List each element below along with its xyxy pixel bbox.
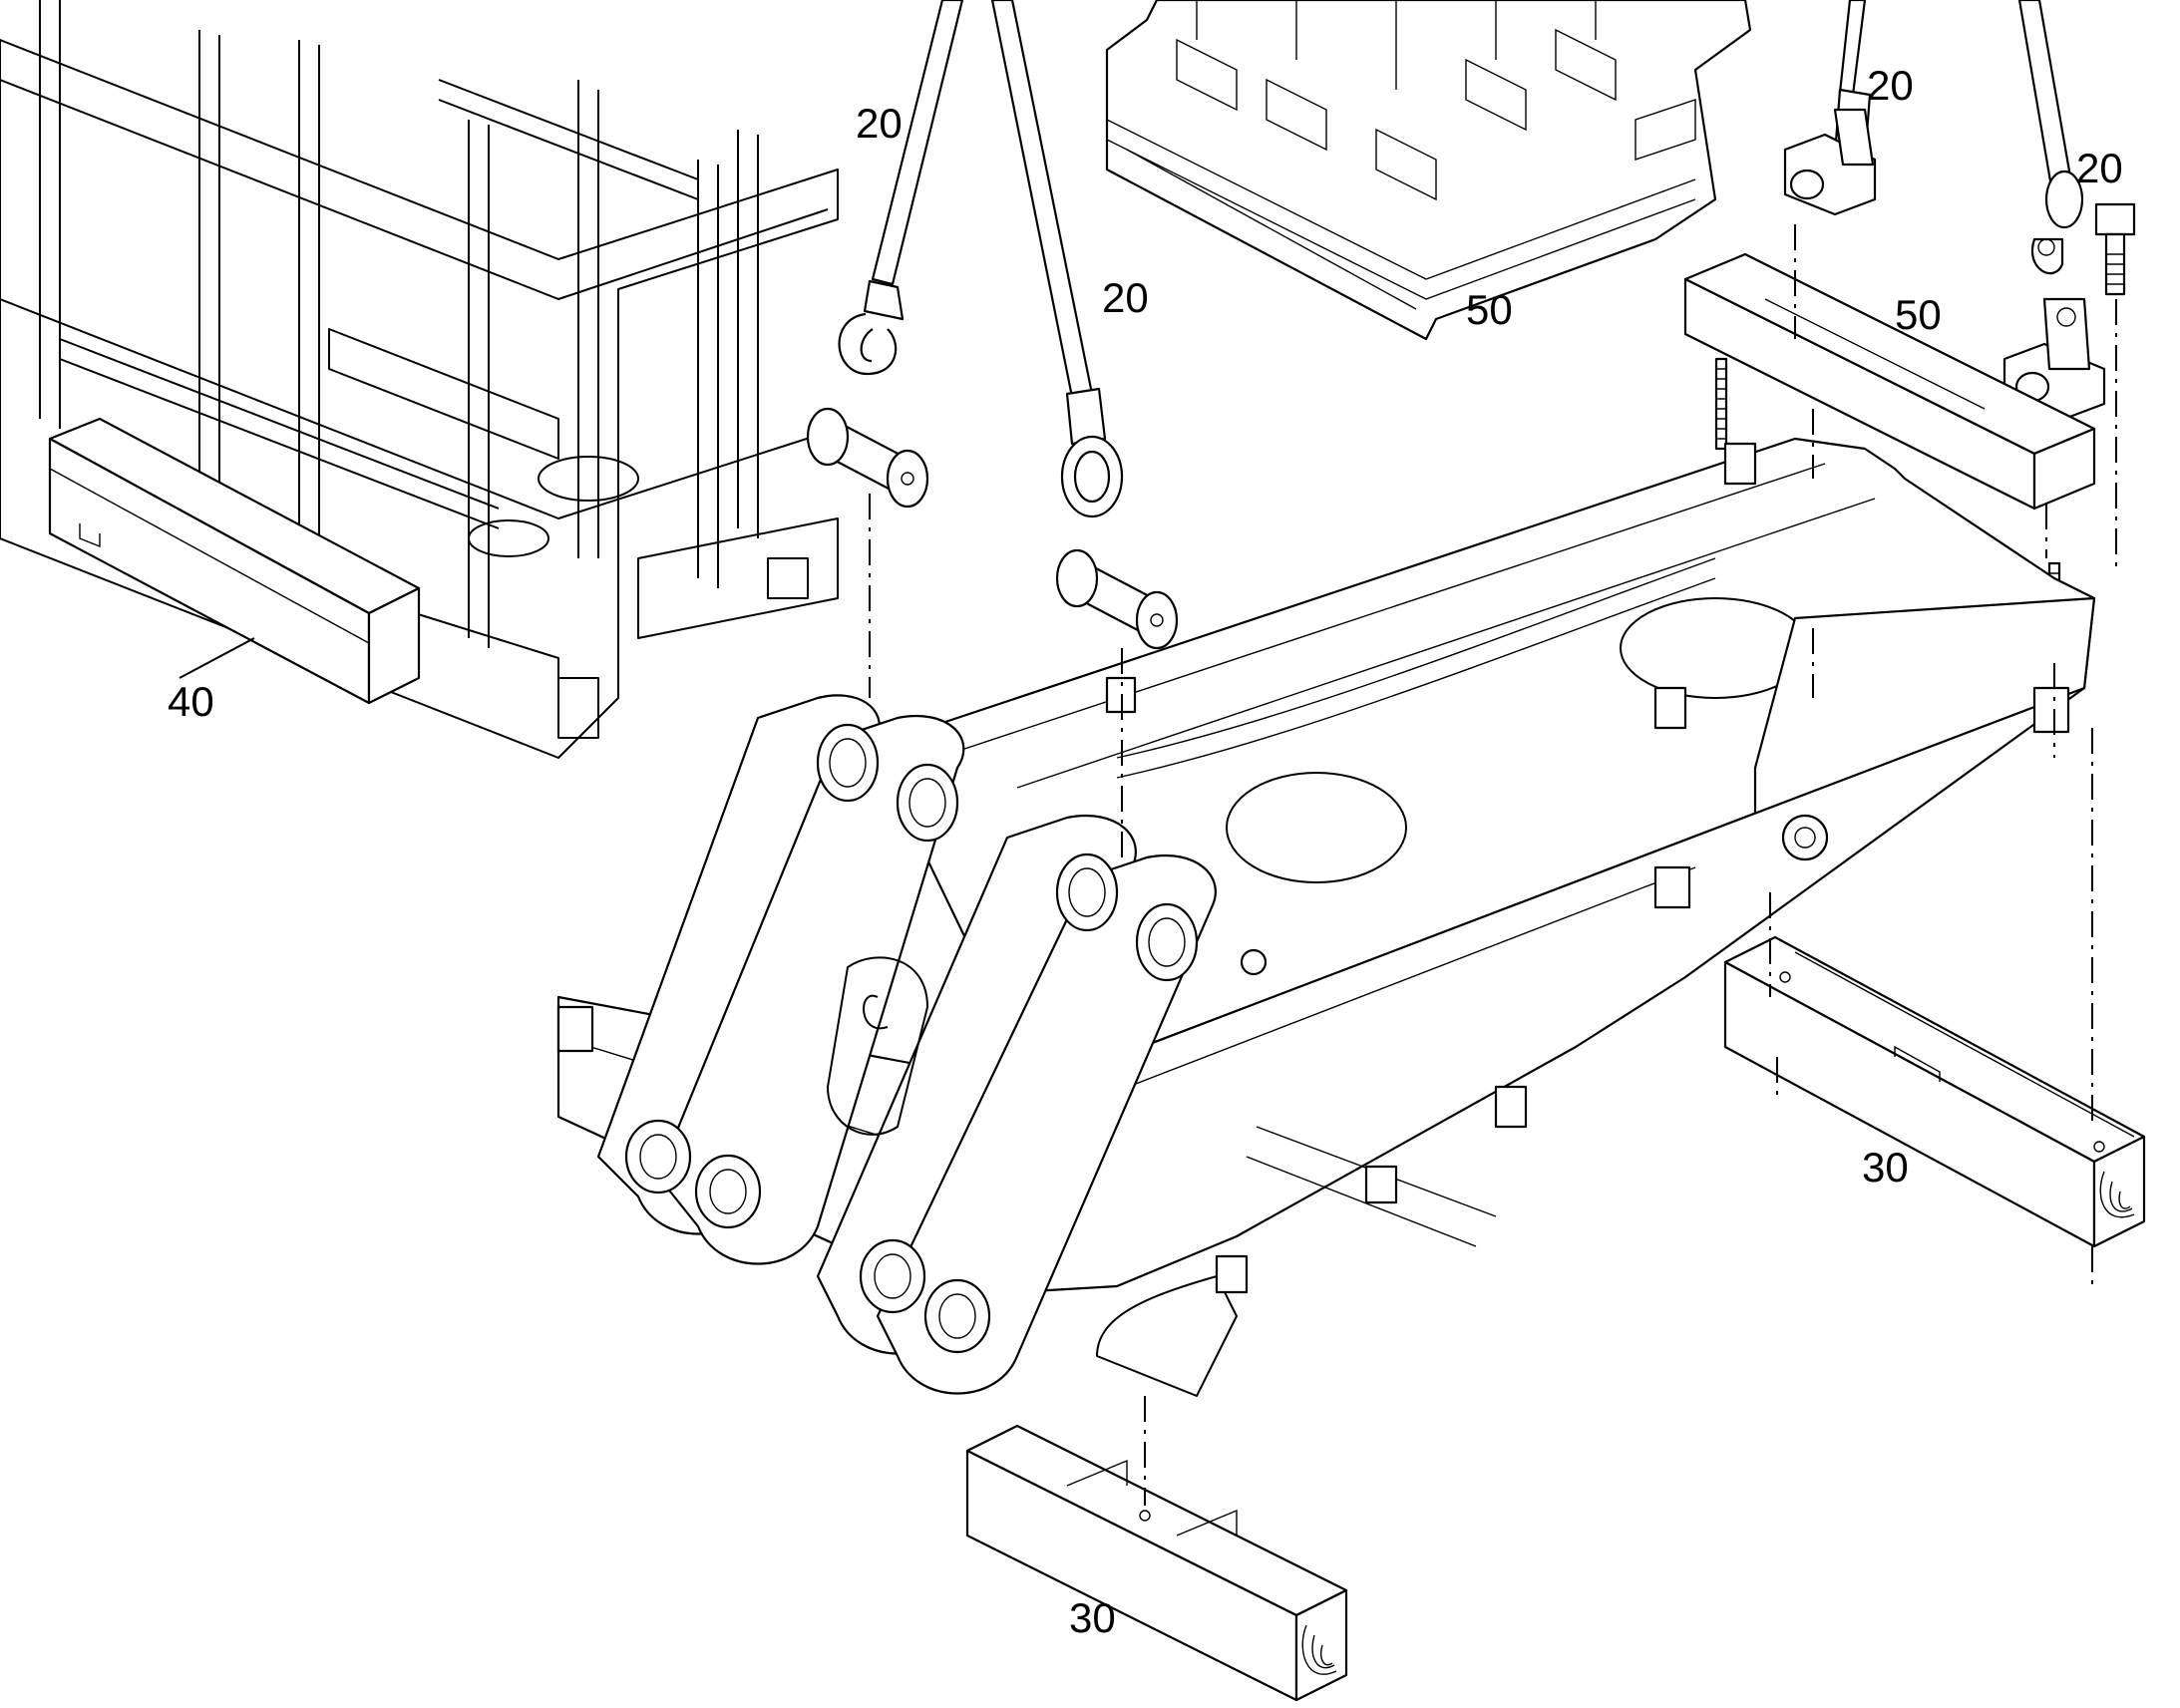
callout-block-30-bottom: 30 bbox=[1069, 1594, 1116, 1641]
upper-frame-structure bbox=[0, 0, 839, 759]
wooden-block-40 bbox=[48, 417, 421, 705]
threaded-rod-left bbox=[1714, 357, 1728, 451]
lifting-sling-left bbox=[838, 0, 964, 376]
alignment-lines bbox=[869, 224, 2117, 1506]
leader-line-40 bbox=[179, 637, 255, 679]
callout-module-50: 50 bbox=[1466, 286, 1513, 333]
module-assembly-50 bbox=[1105, 0, 1752, 341]
callout-beam-50: 50 bbox=[1895, 291, 1942, 338]
callout-block-30-right: 30 bbox=[1862, 1144, 1909, 1191]
lifting-beam-50 bbox=[1683, 252, 2096, 511]
callout-shackle-top: 20 bbox=[1867, 62, 1914, 109]
wooden-block-30-bottom bbox=[965, 1424, 1348, 1702]
callout-sling-middle: 20 bbox=[1102, 274, 1149, 321]
pin-lower bbox=[1055, 548, 1179, 650]
shackle-pin bbox=[2031, 237, 2064, 275]
pin-upper bbox=[806, 407, 929, 509]
wooden-block-30-right bbox=[1723, 935, 2146, 1248]
callout-sling-left: 20 bbox=[856, 100, 903, 147]
bolt bbox=[2094, 202, 2136, 296]
lifting-sling-far-right bbox=[2017, 0, 2084, 229]
main-base-frame bbox=[556, 437, 2096, 1397]
callout-bolt: 20 bbox=[2076, 145, 2123, 191]
lifting-sling-middle bbox=[990, 0, 1124, 518]
callout-block-40: 40 bbox=[168, 678, 214, 725]
lifting-lug-clamp-top bbox=[1783, 108, 1877, 216]
